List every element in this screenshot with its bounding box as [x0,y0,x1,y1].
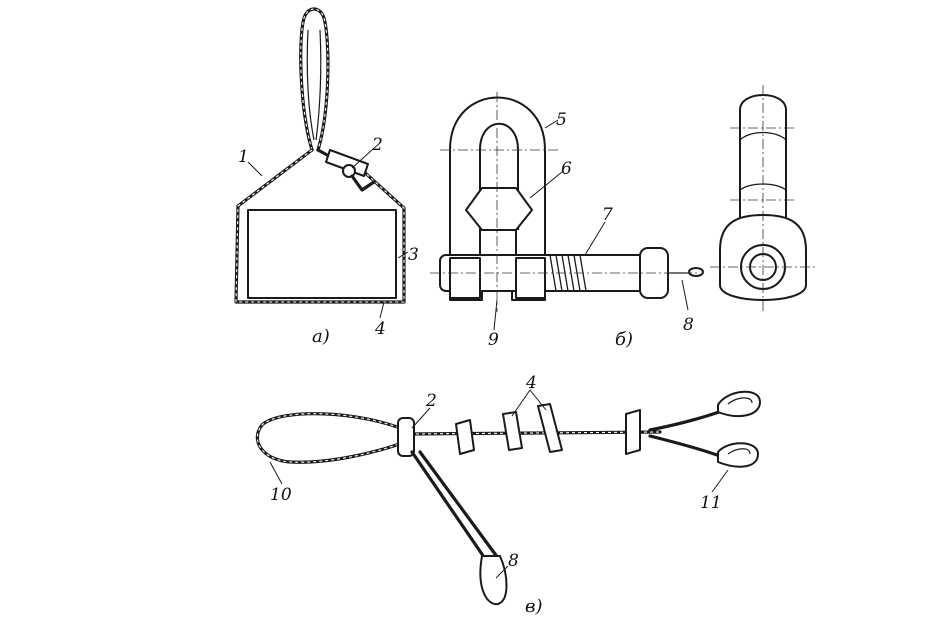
label-1: 1 [238,147,249,167]
lower-thimble [717,442,759,468]
figure-captions: а) б) в) [312,326,633,617]
coupling-link [325,149,369,178]
rope-clamp [397,417,415,457]
caption-v: в) [525,596,543,617]
label-2-rope: 2 [425,391,437,411]
figure-b-front-view [710,85,816,312]
part-labels: 1 2 3 4 5 6 7 8 9 2 4 8 10 11 [238,110,722,571]
label-11: 11 [700,493,722,513]
figure-v-rope [255,390,761,606]
upper-thimble [717,390,761,418]
label-9: 9 [488,330,499,350]
label-8-rope: 8 [508,551,519,571]
label-8: 8 [683,315,694,335]
rope-clamp [455,419,475,455]
label-5: 5 [556,110,567,130]
caption-a: а) [312,326,330,347]
label-4: 4 [374,319,386,339]
crate [247,209,397,299]
label-6: 6 [561,159,572,179]
label-4-rope: 4 [525,373,537,393]
rope-clamp [625,409,641,455]
tail-eye [479,555,508,606]
label-2: 2 [371,135,383,155]
rope-clamp [502,411,523,451]
label-7: 7 [602,205,613,225]
rope-clamp [537,403,563,453]
figure-a-sling [234,7,406,304]
leader-lines [247,119,729,579]
figure-b-shackle [430,92,704,312]
label-10: 10 [270,485,292,505]
label-3: 3 [408,245,419,265]
caption-b: б) [615,329,633,350]
